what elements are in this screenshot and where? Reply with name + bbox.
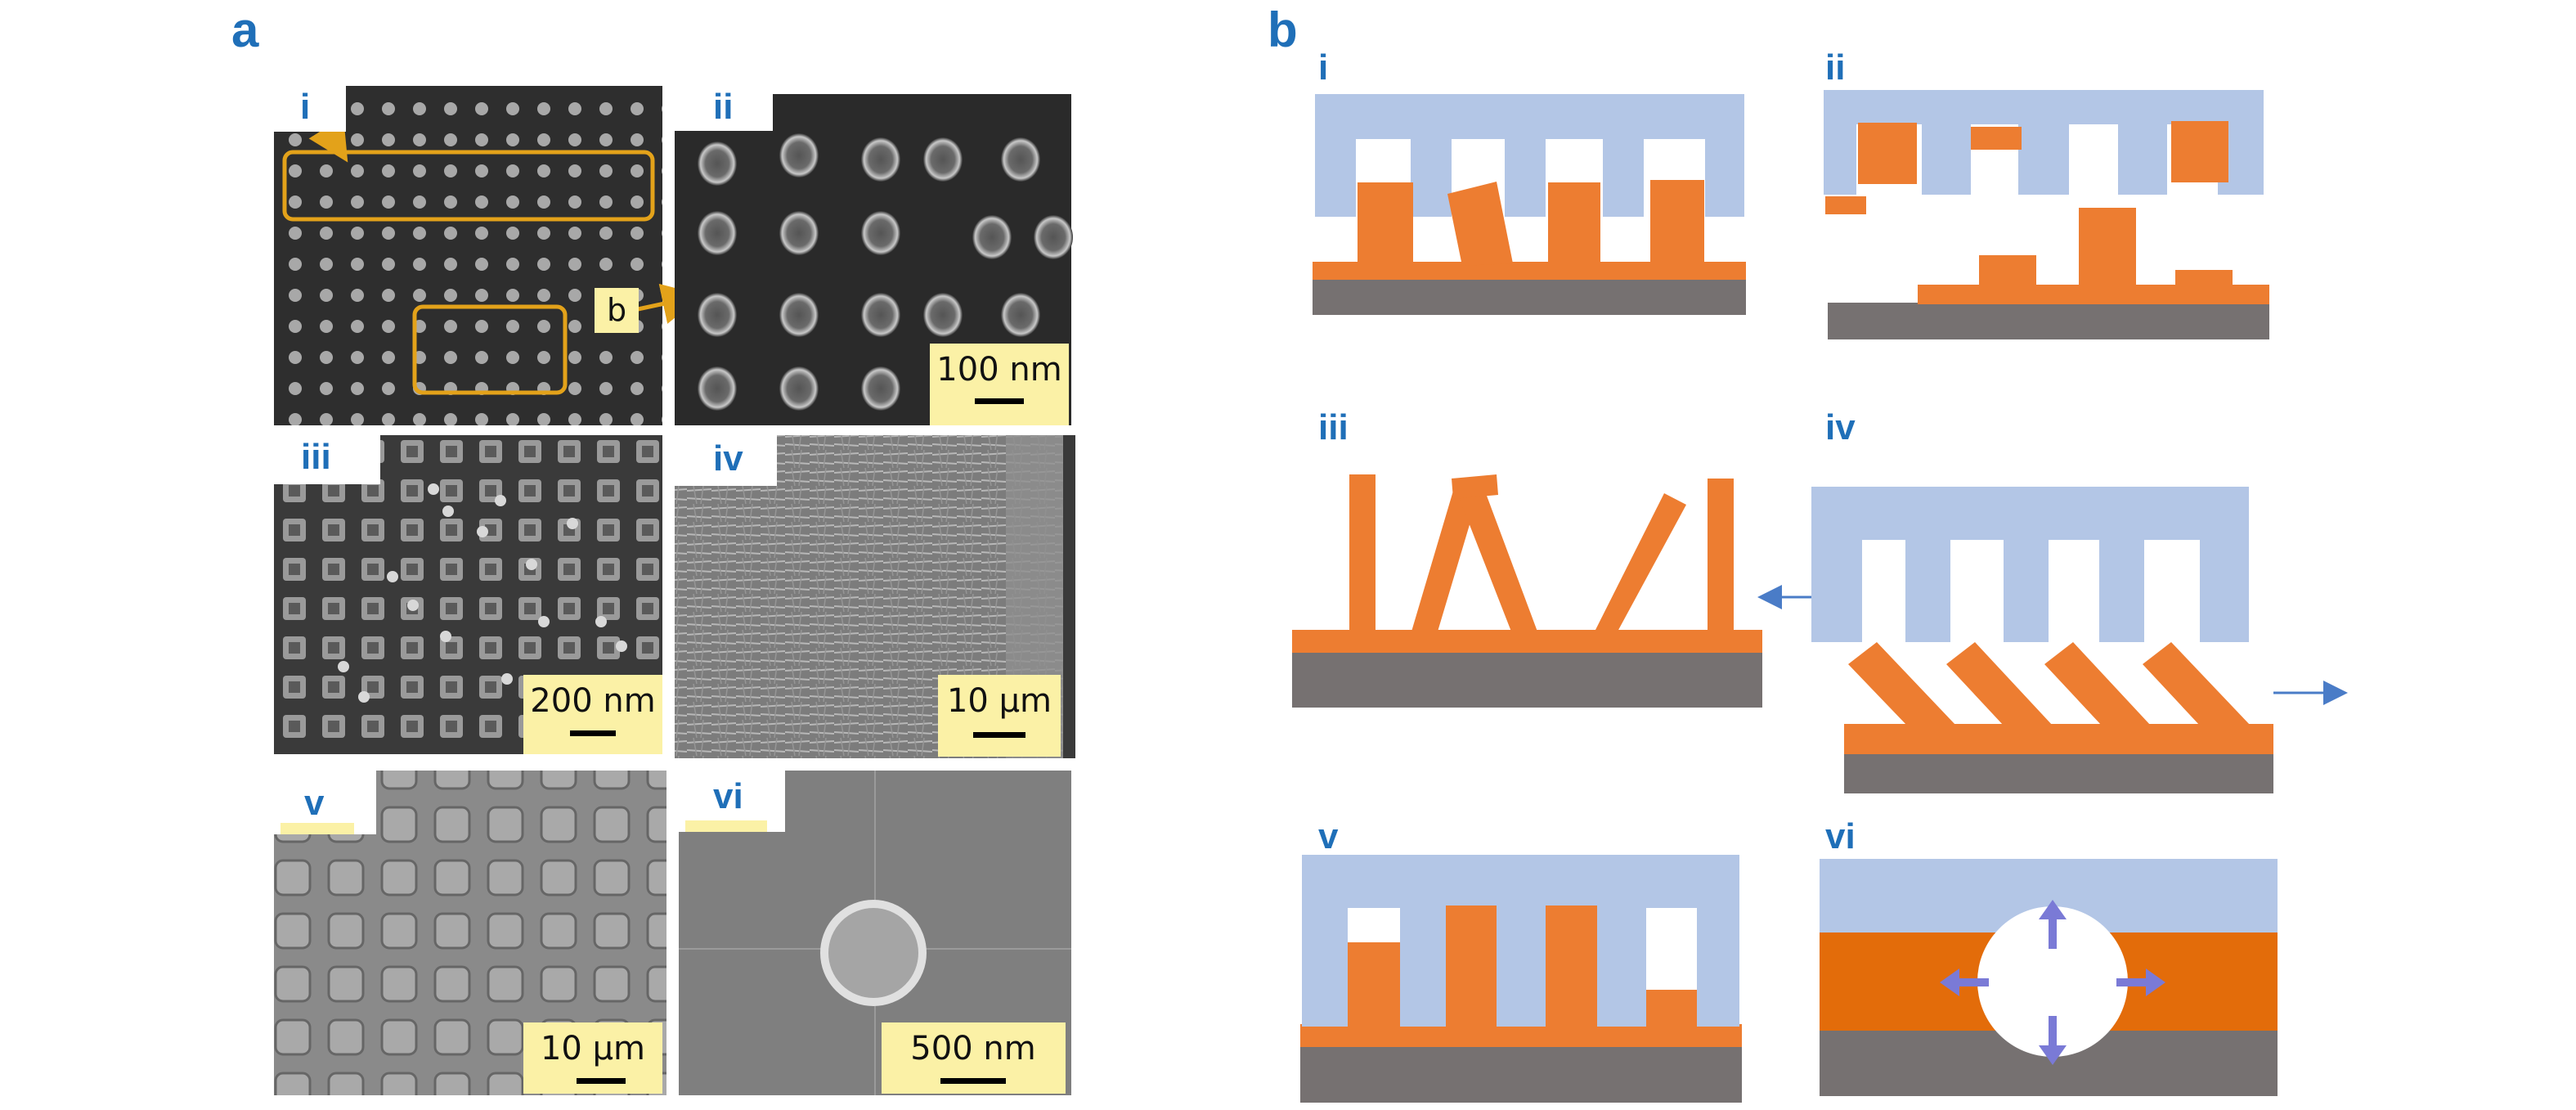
scale-bar-a-iii <box>570 730 616 736</box>
substrate <box>1844 753 2273 793</box>
scale-bar-box-a-iv <box>938 675 1061 757</box>
resist-fill <box>1348 906 1697 1026</box>
diagram-b-i: i <box>1313 47 1746 315</box>
diagram-b-iii: iii <box>1292 407 1836 708</box>
label-b-v: v <box>1318 816 1339 856</box>
resist-base <box>1292 630 1762 653</box>
resist-pillars <box>1358 180 1704 266</box>
sem-image-a-iv: iv 10 µm <box>675 435 1075 758</box>
sem-image-a-ii: ii 100 nm <box>675 86 1073 425</box>
diagram-b-iv: iv <box>1811 407 2348 793</box>
sem-image-a-vi: vi 500 nm <box>679 771 1071 1095</box>
label-a-v: v <box>304 783 325 823</box>
scale-bar-text-a-v: 10 µm <box>541 1030 645 1067</box>
resist-base <box>1918 285 2269 304</box>
label-b-vi: vi <box>1825 816 1856 856</box>
label-b-ii: ii <box>1825 47 1845 88</box>
resist-base <box>1313 262 1746 280</box>
scale-bar-a-ii <box>975 398 1024 404</box>
scale-bar-text-a-iv: 10 µm <box>947 682 1052 720</box>
scale-bar-a-vi <box>940 1078 1006 1084</box>
label-a-i: i <box>300 87 310 127</box>
scale-bar-a-iv <box>973 732 1025 738</box>
substrate <box>1828 303 2269 339</box>
scale-bar-text-a-iii: 200 nm <box>530 682 655 720</box>
resist-base <box>1300 1024 1742 1047</box>
callout-box-lower <box>412 304 568 395</box>
resist-base <box>1844 724 2273 754</box>
scale-bar-text-a-ii: 100 nm <box>936 351 1061 389</box>
label-b-iv: iv <box>1825 407 1856 447</box>
scale-bar-a-v <box>577 1078 626 1084</box>
tilted-pillars <box>1848 642 2251 726</box>
callout-box-upper <box>282 150 655 222</box>
label-a-iv: iv <box>713 438 743 479</box>
callout-tag <box>595 288 639 333</box>
mold <box>1302 855 1739 1027</box>
label-b-iii: iii <box>1318 407 1349 447</box>
panel-b-label: b <box>1268 2 1298 57</box>
label-b-i: i <box>1318 47 1328 88</box>
label-a-iii: iii <box>301 437 331 477</box>
collapsed-pillars <box>1349 474 1734 631</box>
scale-bar-box-a-ii <box>930 344 1069 425</box>
void <box>1977 906 2128 1057</box>
diagram-b-ii: ii <box>1824 47 2269 339</box>
expansion-arrows <box>1940 900 2165 1065</box>
mold <box>1811 487 2249 642</box>
sem-image-a-i: b i <box>274 86 703 425</box>
diagram-b-vi: vi <box>1820 816 2278 1096</box>
sem-image-a-v: v 10 µm <box>274 771 666 1095</box>
sem-image-a-iii: iii 200 nm <box>274 435 662 754</box>
callout-tag-text: b <box>607 292 626 328</box>
panel-a-label: a <box>231 2 259 57</box>
scale-bar-box-a-iii <box>523 675 662 754</box>
diagram-b-v: v <box>1300 816 1742 1103</box>
mold <box>1315 94 1744 217</box>
scale-bar-text-a-vi: 500 nm <box>910 1030 1035 1067</box>
pore-circle <box>820 900 927 1006</box>
label-a-ii: ii <box>713 87 733 127</box>
resist-fragments <box>1825 121 2233 288</box>
substrate <box>1300 1045 1742 1103</box>
substrate <box>1313 278 1746 315</box>
label-a-vi: vi <box>713 776 743 816</box>
substrate <box>1292 650 1762 708</box>
